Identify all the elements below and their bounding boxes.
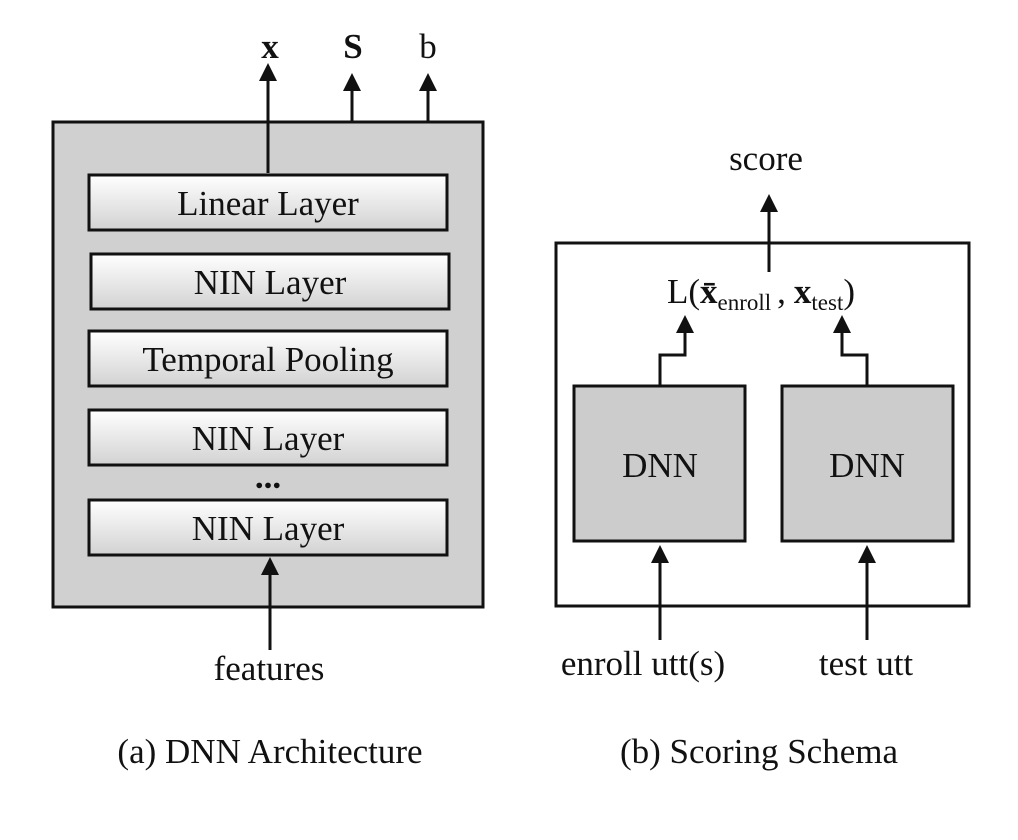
output-label-b: b — [419, 27, 437, 66]
test-utterance-label: test utt — [819, 644, 914, 683]
formula-test-symbol: x — [794, 272, 812, 311]
layer-label-nin-top: NIN Layer — [194, 263, 347, 302]
layer-box-temporal-pooling — [87, 329, 449, 388]
formula-enroll-subscript: enroll — [718, 290, 772, 315]
layer-box-nin-top — [89, 252, 451, 311]
output-label-x: x — [261, 27, 279, 66]
architecture-panel: x S b Linear Layer NIN Layer Temporal Po… — [51, 27, 485, 771]
layer-label-linear: Linear Layer — [177, 184, 359, 223]
layer-label-nin-bottom: NIN Layer — [192, 509, 345, 548]
caption-scoring: (b) Scoring Schema — [620, 732, 898, 771]
caption-architecture: (a) DNN Architecture — [117, 732, 422, 771]
enroll-utterances-label: enroll utt(s) — [561, 644, 725, 683]
formula-prefix: L( — [667, 272, 700, 311]
layer-box-linear — [87, 173, 449, 232]
enroll-embedding-arrow — [658, 315, 694, 386]
formula-enroll-symbol: x̄ — [700, 272, 718, 311]
features-label: features — [214, 649, 325, 688]
layer-box-nin-bottom — [87, 498, 449, 557]
layer-ellipsis: ... — [255, 457, 281, 496]
scoring-panel: score L(x̄enroll,xtest) DNN DNN enroll u… — [554, 139, 971, 771]
dnn-box-test — [780, 384, 955, 543]
formula-test-subscript: test — [811, 290, 844, 315]
likelihood-formula: L(x̄enroll,xtest) — [667, 272, 855, 315]
output-label-s: S — [343, 27, 362, 66]
test-embedding-arrow — [833, 315, 869, 386]
formula-separator: , — [777, 272, 786, 311]
dnn-label-enroll: DNN — [622, 446, 698, 485]
layer-box-nin-middle — [87, 408, 449, 467]
layer-label-nin-middle: NIN Layer — [192, 419, 345, 458]
score-label: score — [729, 139, 803, 178]
formula-suffix: ) — [843, 272, 855, 311]
layer-label-temporal-pooling: Temporal Pooling — [142, 340, 393, 379]
dnn-label-test: DNN — [829, 446, 905, 485]
